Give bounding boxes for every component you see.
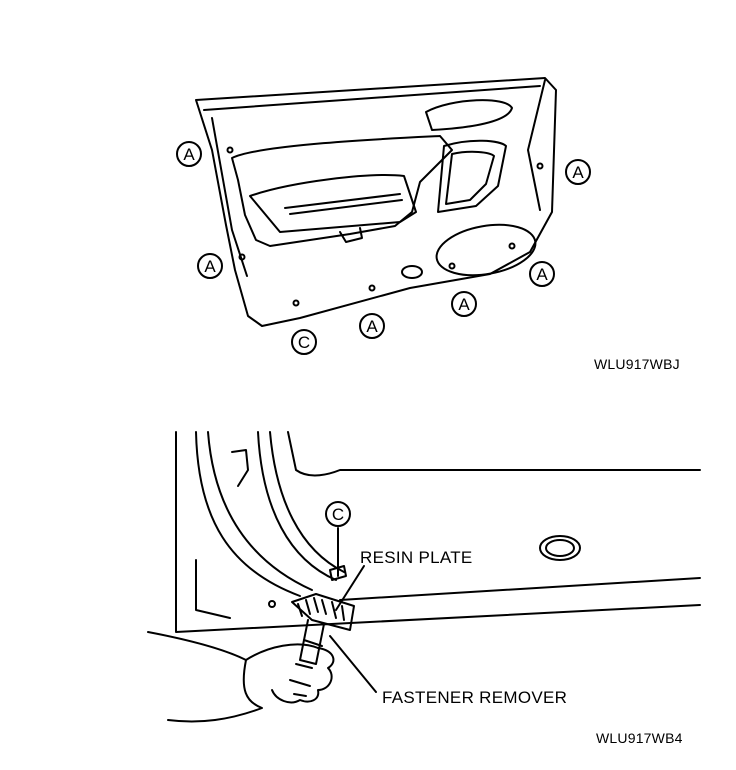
door-inner-frame (175, 431, 701, 633)
callout-a-circle (451, 291, 477, 317)
fastener-remover (299, 619, 325, 665)
resin-plate (291, 593, 355, 631)
callout-a-circle (197, 253, 223, 279)
callout-c: C (298, 333, 310, 352)
resin-plate-label: RESIN PLATE (360, 548, 473, 567)
service-hole (539, 535, 581, 561)
fastener-remover-label: FASTENER REMOVER (382, 688, 568, 707)
callout-a: A (204, 257, 216, 276)
callout-a-circle (359, 313, 385, 339)
fastener-remover-leader (329, 635, 377, 693)
callout-c: C (332, 505, 344, 524)
hand (147, 631, 335, 723)
figure-code: WLU917WB4 (596, 730, 683, 746)
figure-code: WLU917WBJ (594, 356, 680, 372)
callout-a: A (458, 295, 470, 314)
callout-a-circle (176, 141, 202, 167)
resin-plate-leader (335, 565, 365, 611)
callout-a: A (366, 317, 378, 336)
callout-a-circle (529, 261, 555, 287)
callout-a-circle (565, 159, 591, 185)
callout-a: A (572, 163, 584, 182)
callout-a: A (536, 265, 548, 284)
callout-c-circle (291, 329, 317, 355)
callout-a: A (183, 145, 195, 164)
door-trim-panel (195, 77, 557, 327)
callout-c-circle (325, 501, 351, 527)
